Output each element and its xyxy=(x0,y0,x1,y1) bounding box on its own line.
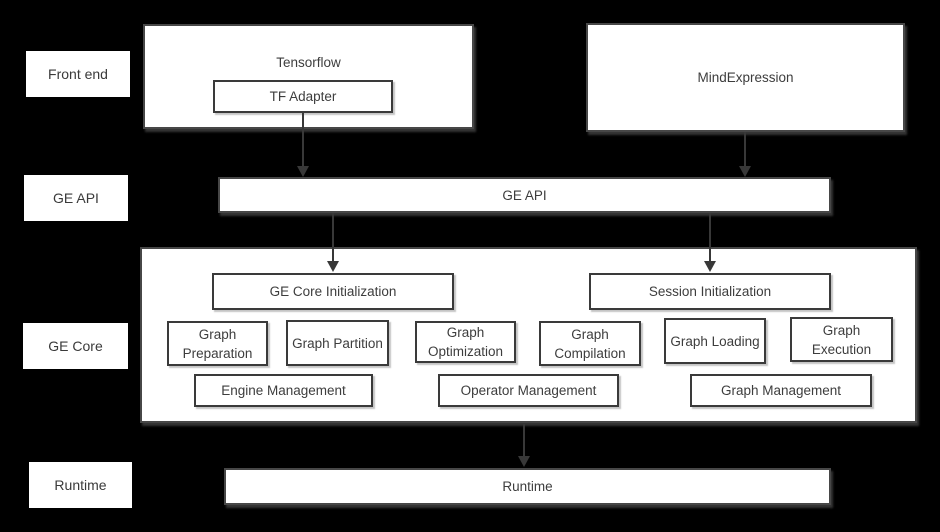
node-tensorflow: Tensorflow TF Adapter xyxy=(143,24,474,129)
node-graph-preparation: Graph Preparation xyxy=(167,321,268,366)
node-graph-execution: Graph Execution xyxy=(790,317,893,362)
side-label-runtime-text: Runtime xyxy=(54,477,107,493)
side-label-ge-api: GE API xyxy=(24,175,128,221)
side-label-front-end: Front end xyxy=(26,51,130,97)
node-session-initialization: Session Initialization xyxy=(589,273,831,310)
side-label-ge-api-text: GE API xyxy=(53,190,99,206)
node-mindexpression: MindExpression xyxy=(586,23,905,132)
side-label-ge-core: GE Core xyxy=(23,323,128,369)
side-label-ge-core-text: GE Core xyxy=(48,338,103,354)
node-graph-loading-label: Graph Loading xyxy=(670,333,760,349)
side-label-front-end-text: Front end xyxy=(48,66,108,82)
node-tf-adapter: TF Adapter xyxy=(213,80,393,113)
node-engine-management-label: Engine Management xyxy=(221,383,346,398)
node-ge-api-label: GE API xyxy=(502,187,547,203)
node-ge-core-initialization: GE Core Initialization xyxy=(212,273,454,310)
node-graph-partition-label: Graph Partition xyxy=(292,335,383,351)
node-tensorflow-label: Tensorflow xyxy=(276,55,341,70)
node-runtime-label: Runtime xyxy=(502,479,553,494)
node-graph-partition: Graph Partition xyxy=(286,320,389,366)
node-graph-loading: Graph Loading xyxy=(664,318,766,364)
arrow-mindexpression-to-ge-api xyxy=(739,132,751,177)
node-operator-management: Operator Management xyxy=(438,374,619,407)
node-graph-execution-label: Graph Execution xyxy=(811,322,872,357)
node-ge-api: GE API xyxy=(218,177,831,213)
node-runtime: Runtime xyxy=(224,468,831,505)
node-ge-core-initialization-label: GE Core Initialization xyxy=(269,284,397,299)
node-graph-management: Graph Management xyxy=(690,374,872,407)
node-tf-adapter-label: TF Adapter xyxy=(269,89,337,104)
node-graph-management-label: Graph Management xyxy=(720,383,842,398)
node-operator-management-label: Operator Management xyxy=(460,383,597,398)
side-label-runtime: Runtime xyxy=(29,462,132,508)
node-mindexpression-label: MindExpression xyxy=(697,70,794,85)
node-ge-core: GE Core Initialization Session Initializ… xyxy=(140,247,917,423)
node-engine-management: Engine Management xyxy=(194,374,373,407)
arrow-ge-core-to-runtime xyxy=(518,424,530,467)
node-graph-optimization-label: Graph Optimization xyxy=(427,325,504,359)
node-graph-compilation: Graph Compilation xyxy=(539,321,641,366)
node-session-initialization-label: Session Initialization xyxy=(648,284,772,299)
node-graph-preparation-label: Graph Preparation xyxy=(182,326,253,361)
node-graph-compilation-label: Graph Compilation xyxy=(554,326,626,361)
node-graph-optimization: Graph Optimization xyxy=(415,321,516,363)
